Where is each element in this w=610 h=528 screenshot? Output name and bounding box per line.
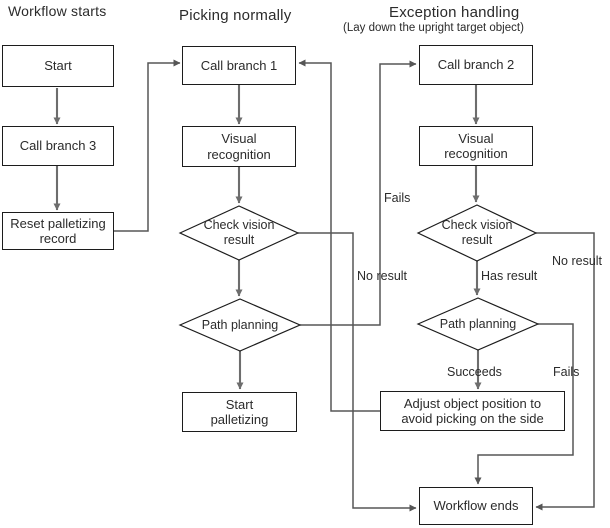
node-visual-recognition-1: Visual recognition	[182, 126, 296, 167]
edge-label-fails-right: Fails	[553, 365, 580, 379]
edge-label-no-result-mid: No result	[357, 269, 408, 283]
diamond-path-planning-2	[416, 297, 540, 351]
diamond-path-planning-1	[178, 298, 302, 352]
edge-label-succeeds: Succeeds	[447, 365, 502, 379]
node-visual-recognition-2: Visual recognition	[419, 126, 533, 166]
node-workflow-ends: Workflow ends	[419, 487, 533, 525]
edge-label-fails-mid: Fails	[384, 191, 411, 205]
node-call-branch-2: Call branch 2	[419, 45, 533, 85]
column-title-picking-normally: Picking normally	[179, 7, 292, 24]
edge-label-has-result: Has result	[481, 269, 538, 283]
column-title-workflow-starts: Workflow starts	[8, 3, 107, 19]
column-title-exception-handling: Exception handling	[389, 4, 520, 21]
node-call-branch-1: Call branch 1	[182, 46, 296, 85]
node-start-palletizing: Start palletizing	[182, 392, 297, 432]
node-reset-palletizing-record: Reset palletizing record	[2, 212, 114, 250]
node-adjust-object-position: Adjust object position to avoid picking …	[380, 391, 565, 431]
node-call-branch-3: Call branch 3	[2, 126, 114, 166]
diamond-check-vision-1	[178, 205, 300, 261]
diamond-check-vision-2	[416, 204, 538, 262]
edge-label-no-result-right: No result	[552, 254, 603, 268]
column-subtitle-exception-handling: (Lay down the upright target object)	[343, 22, 524, 34]
node-start: Start	[2, 45, 114, 87]
